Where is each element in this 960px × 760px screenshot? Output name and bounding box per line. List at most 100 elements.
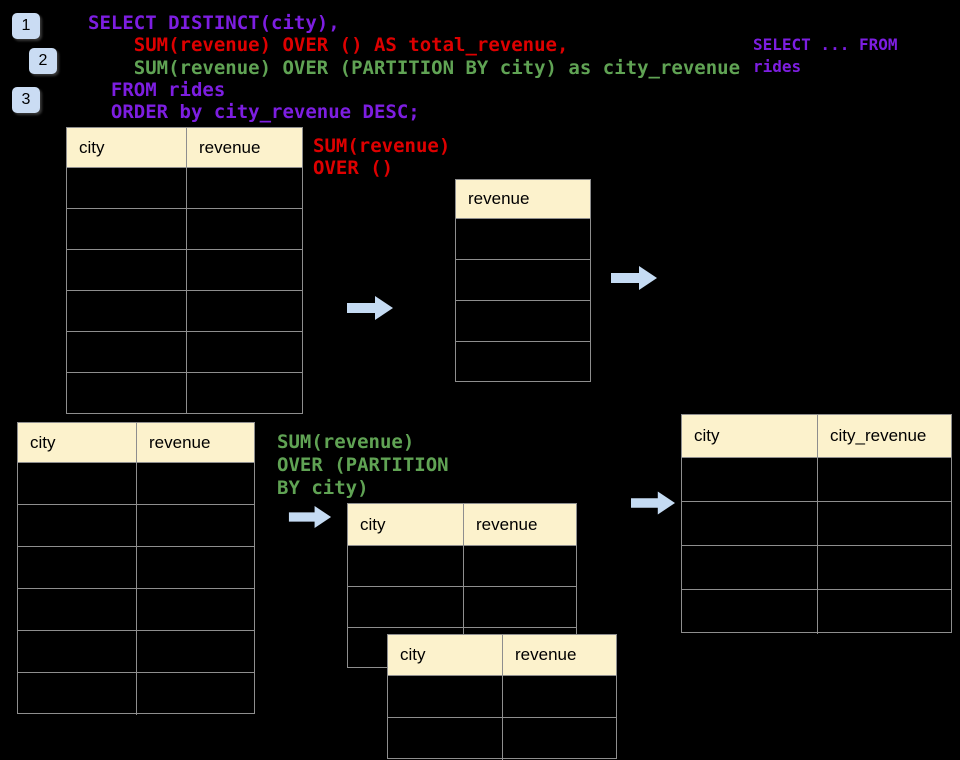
step-badge-3: 3 (12, 87, 40, 113)
table-total-revenue: revenue (455, 179, 591, 382)
table-cell (18, 673, 137, 715)
table-cell (456, 342, 590, 383)
column-header-city: city (348, 504, 464, 546)
table-cell (464, 546, 576, 587)
table-cell (137, 463, 254, 505)
from-rides-note: SELECT ... FROM rides (753, 34, 898, 77)
table-row (456, 342, 590, 383)
sql-line-city-revenue: SUM(revenue) OVER (PARTITION BY city) as… (88, 56, 741, 79)
total-annotation-line1: SUM(revenue) (313, 135, 451, 157)
table-row (67, 209, 302, 250)
table-cell (818, 458, 951, 502)
table-cell (818, 546, 951, 590)
table-cell (464, 587, 576, 628)
partition-annotation-line3: BY city) (277, 477, 369, 500)
table-body (682, 458, 951, 634)
table-cell (388, 718, 503, 760)
table-cell (682, 502, 818, 546)
table-cell (18, 547, 137, 589)
table-cell (67, 250, 187, 291)
partition-annotation-line2: OVER (PARTITION (277, 454, 449, 477)
table-cell (137, 505, 254, 547)
table-cell (137, 673, 254, 715)
column-header-city: city (18, 423, 137, 463)
table-cell (137, 547, 254, 589)
column-header-revenue: revenue (456, 180, 590, 219)
table-row (682, 502, 951, 546)
flow-arrow-to-result (631, 491, 675, 515)
from-rides-note-line1: SELECT ... FROM (753, 35, 898, 54)
table-row (18, 547, 254, 589)
table-header-row: city revenue (388, 635, 616, 676)
table-cell (503, 718, 616, 760)
table-cell (67, 291, 187, 332)
total-annotation-line2: OVER () (313, 157, 394, 180)
table-cell (137, 589, 254, 631)
table-row (682, 458, 951, 502)
table-cell (18, 631, 137, 673)
table-row (67, 168, 302, 209)
column-header-revenue: revenue (464, 504, 576, 546)
table-header-row: city revenue (18, 423, 254, 463)
table-cell (348, 587, 464, 628)
table-row (67, 291, 302, 332)
table-row (67, 373, 302, 414)
table-cell (187, 332, 302, 373)
flow-arrow-from-total (611, 266, 657, 290)
table-cell (67, 168, 187, 209)
table-cell (187, 250, 302, 291)
table-body (456, 219, 590, 383)
table-body (388, 676, 616, 760)
column-header-city: city (67, 128, 187, 168)
from-rides-note-line2: rides (753, 56, 802, 76)
table-row (456, 260, 590, 301)
table-body (18, 463, 254, 715)
flow-arrow-to-total (347, 296, 393, 320)
table-header-row: revenue (456, 180, 590, 219)
table-header-row: city city_revenue (682, 415, 951, 458)
table-cell (503, 676, 616, 718)
sql-code-block: SELECT DISTINCT(city), SUM(revenue) OVER… (88, 12, 740, 123)
table-cell (456, 219, 590, 260)
table-result-city-revenue: city city_revenue (681, 414, 952, 634)
table-cell (67, 209, 187, 250)
table-body (67, 168, 302, 414)
table-row (388, 676, 616, 718)
table-row (18, 589, 254, 631)
table-row (67, 332, 302, 373)
table-cell (682, 458, 818, 502)
table-rides-source-bottom: city revenue (17, 422, 255, 715)
table-cell (187, 209, 302, 250)
table-row (18, 631, 254, 673)
table-partition-back: city revenue (347, 503, 577, 669)
column-header-revenue: revenue (503, 635, 616, 676)
table-cell (187, 373, 302, 414)
sql-line-select: SELECT DISTINCT(city), (88, 12, 340, 34)
table-cell (187, 291, 302, 332)
table-row (682, 590, 951, 634)
table-cell (18, 505, 137, 547)
table-cell (67, 373, 187, 414)
table-row (456, 219, 590, 260)
table-header-row: city revenue (67, 128, 302, 168)
table-cell (18, 589, 137, 631)
total-revenue-annotation: SUM(revenue) OVER () (313, 135, 450, 180)
table-cell (187, 168, 302, 209)
sql-line-from: FROM rides (88, 78, 226, 101)
table-cell (137, 631, 254, 673)
table-cell (67, 332, 187, 373)
step-badge-1: 1 (12, 13, 40, 39)
table-cell (682, 590, 818, 634)
step-badge-2: 2 (29, 48, 57, 74)
table-cell (348, 546, 464, 587)
table-cell (818, 590, 951, 634)
flow-arrow-to-partition (288, 506, 332, 528)
table-cell (818, 502, 951, 546)
table-cell (456, 260, 590, 301)
table-cell (456, 301, 590, 342)
table-row (456, 301, 590, 342)
column-header-city: city (388, 635, 503, 676)
table-row (388, 718, 616, 760)
table-row (18, 673, 254, 715)
column-header-city: city (682, 415, 818, 458)
